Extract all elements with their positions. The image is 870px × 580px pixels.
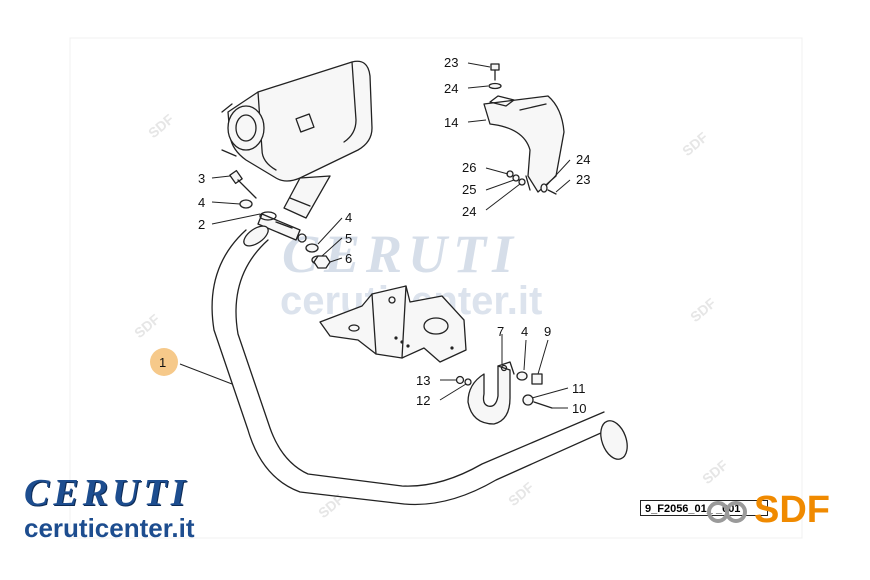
callout-9[interactable]: 9 (544, 324, 551, 339)
washer-4b (305, 243, 319, 253)
bolt-23-top-head (490, 63, 500, 71)
muffler (221, 60, 373, 219)
washer-25 (512, 174, 520, 182)
washer-4a (239, 199, 253, 209)
callout-23-right[interactable]: 23 (576, 172, 590, 187)
callouts: 1 2 3 4 4 5 6 23 24 14 26 25 24 24 23 7 … (159, 55, 590, 416)
washer-11 (522, 394, 534, 406)
watermark-sdf-2: SDF (679, 129, 711, 160)
watermark-sdf-6: SDF (505, 479, 537, 510)
watermark-sdf-3: SDF (131, 311, 163, 342)
bolt-3 (229, 169, 257, 199)
ceruti-brand: CERUTI ceruticenter.it (24, 474, 264, 544)
sdf-logo-text: SDF (754, 489, 830, 531)
nut-6 (313, 255, 331, 269)
callout-1[interactable]: 1 (159, 355, 166, 370)
highlight-marker (150, 348, 178, 376)
callout-7[interactable]: 7 (497, 324, 504, 339)
callout-14[interactable]: 14 (444, 115, 458, 130)
bolt-23-right (547, 189, 557, 195)
watermark-name: CERUTI (282, 224, 519, 284)
callout-4-c[interactable]: 4 (521, 324, 528, 339)
callout-5[interactable]: 5 (345, 231, 352, 246)
mounting-bracket (319, 285, 467, 363)
exhaust-pipe (211, 225, 628, 506)
washer-24-top (488, 82, 502, 90)
nut-13 (455, 375, 465, 385)
washer-12 (464, 378, 472, 386)
callout-24-top[interactable]: 24 (444, 81, 458, 96)
callout-4-a[interactable]: 4 (198, 195, 205, 210)
sdf-gear-icon (707, 501, 747, 523)
callout-26[interactable]: 26 (462, 160, 476, 175)
brand-name: CERUTI (24, 472, 190, 514)
callout-4-b[interactable]: 4 (345, 210, 352, 225)
washer-4c (516, 371, 528, 381)
pipe-clamp (257, 211, 307, 243)
bolt-9 (531, 373, 543, 385)
bolt-10 (533, 401, 553, 409)
callout-25[interactable]: 25 (462, 182, 476, 197)
callout-23-top[interactable]: 23 (444, 55, 458, 70)
brand-url[interactable]: ceruticenter.it (24, 513, 195, 543)
watermark-sdf-4: SDF (687, 295, 719, 326)
sdf-logo (707, 501, 747, 523)
watermark-sdf-7: SDF (699, 457, 731, 488)
watermark-sdf-1: SDF (145, 111, 177, 142)
heat-shield (483, 95, 565, 193)
u-clamp (467, 361, 515, 425)
callout-2[interactable]: 2 (198, 217, 205, 232)
leader-lines (179, 62, 571, 409)
callout-24-right[interactable]: 24 (576, 152, 590, 167)
diagram-frame (69, 37, 803, 539)
callout-6[interactable]: 6 (345, 251, 352, 266)
washer-24-right (540, 183, 548, 193)
callout-3[interactable]: 3 (198, 171, 205, 186)
callout-12[interactable]: 12 (416, 393, 430, 408)
washer-24-mid (518, 178, 526, 186)
callout-24-mid[interactable]: 24 (462, 204, 476, 219)
callout-10[interactable]: 10 (572, 401, 586, 416)
callout-13[interactable]: 13 (416, 373, 430, 388)
callout-11[interactable]: 11 (572, 381, 586, 396)
